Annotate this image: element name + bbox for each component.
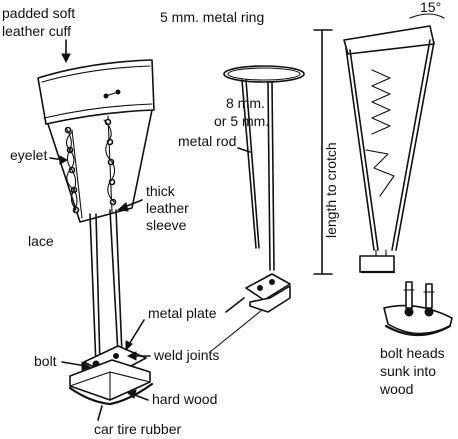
label-metal-ring: 5 mm. metal ring [160,9,264,25]
side-rod-left [89,213,97,367]
label-angle: 15° [420,0,441,15]
arrow-frame-plate [225,297,245,313]
label-rod-line2: or 5 mm. [214,113,269,129]
label-bolt-heads-line1: bolt heads [380,345,445,361]
side-cuff [343,25,435,55]
label-bolt-heads-line2: sunk into [380,363,436,379]
arrow-frame-block [209,309,263,353]
arrow-metal-plate [127,319,145,347]
padded-cuff [37,59,155,125]
laces [64,118,117,214]
label-eyelet: eyelet [10,147,47,163]
angle-arc [409,13,445,19]
label-rod-line1: 8 mm. [226,95,265,111]
label-hard-wood: hard wood [152,391,217,407]
label-weld-joints: weld joints [153,347,219,363]
rod-frame-figure [223,65,305,313]
side-frame-right [391,39,431,251]
label-sleeve-line1: thick [146,183,176,199]
assembled-crutch-figure [37,59,155,406]
label-padded-cuff-line1: padded soft [2,5,75,21]
metal-ring [223,65,305,83]
side-view-figure [343,25,435,274]
length-measurement [313,29,333,275]
arrow-rubber [97,405,103,421]
side-frame-left [345,47,375,251]
frame-plate [245,273,291,301]
label-lace: lace [28,233,54,249]
bolt-heads-detail [383,281,453,336]
rubber-sole [68,382,154,406]
label-car-tire-rubber: car tire rubber [94,421,181,437]
label-bolt-heads-line3: wood [379,381,413,397]
side-rod-right [109,209,119,355]
label-rod-line3: metal rod [178,133,236,149]
side-base-block [359,255,395,273]
label-sleeve-line3: sleeve [146,217,187,233]
leather-sleeve [47,109,153,223]
label-padded-cuff-line2: leather cuff [2,23,71,39]
rod-left [241,79,260,249]
rod-right [267,81,275,271]
label-length-to-crotch: length to crotch [323,142,339,238]
arrow-rod [237,147,251,153]
frame-wood-block [249,285,291,313]
label-metal-plate: metal plate [148,305,217,321]
label-sleeve-line2: leather [146,200,189,216]
label-bolt: bolt [34,353,57,369]
